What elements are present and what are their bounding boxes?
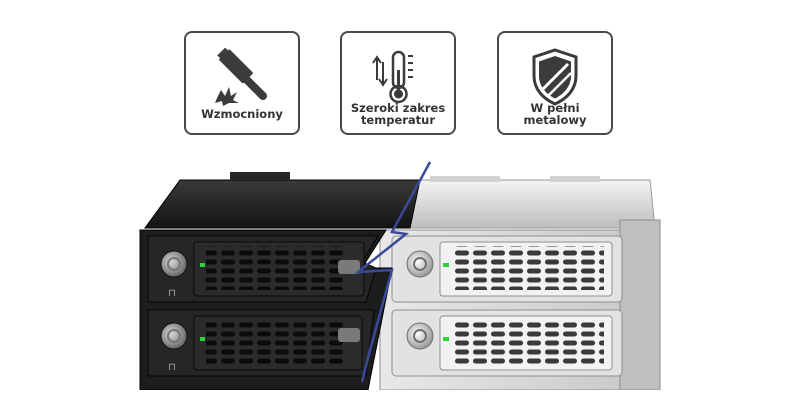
feature-label: Szeroki zakres temperatur xyxy=(350,101,446,127)
feature-label: Wzmocniony xyxy=(201,107,283,121)
split-divider-line xyxy=(354,161,432,383)
silver-half xyxy=(379,176,661,390)
feature-badge-reinforced: Wzmocniony xyxy=(184,31,300,135)
feature-badge-wide-temperature: Szeroki zakres temperatur xyxy=(340,31,456,135)
feature-badge-full-metal: W pełni metalowy xyxy=(497,31,613,135)
svg-text:⊓: ⊓ xyxy=(168,362,176,373)
shield-icon xyxy=(499,43,611,111)
black-half: ⊓ ⊓ xyxy=(139,172,421,390)
thermometer-icon xyxy=(342,43,454,111)
feature-label: W pełni metalowy xyxy=(523,101,587,127)
hammer-icon xyxy=(186,43,298,111)
svg-text:⊓: ⊓ xyxy=(168,288,176,299)
drive-enclosure-illustration: ⊓ ⊓ xyxy=(139,161,661,390)
